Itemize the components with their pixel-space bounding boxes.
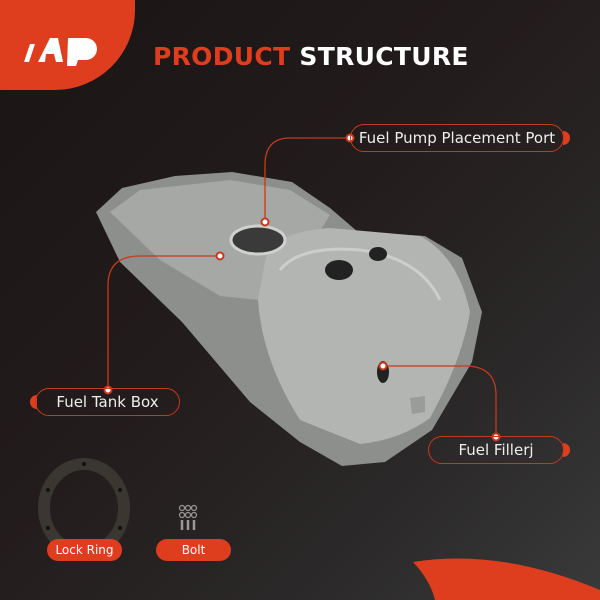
callout-fuel-filler: Fuel Fillerj [428,436,564,464]
bolt-image [178,504,198,530]
bolt-label: Bolt [156,539,231,561]
page-title: PRODUCT STRUCTURE [153,42,469,71]
title-part-2: STRUCTURE [299,42,469,71]
title-part-1: PRODUCT [153,42,291,71]
callout-fuel-pump-port: Fuel Pump Placement Port [350,124,564,152]
brand-logo [24,38,97,66]
lock-ring-label: Lock Ring [47,539,122,561]
callout-fuel-tank-box: Fuel Tank Box [35,388,180,416]
fuel-tank-image [96,172,482,466]
corner-accent [413,558,600,600]
callout-lines [107,137,497,437]
